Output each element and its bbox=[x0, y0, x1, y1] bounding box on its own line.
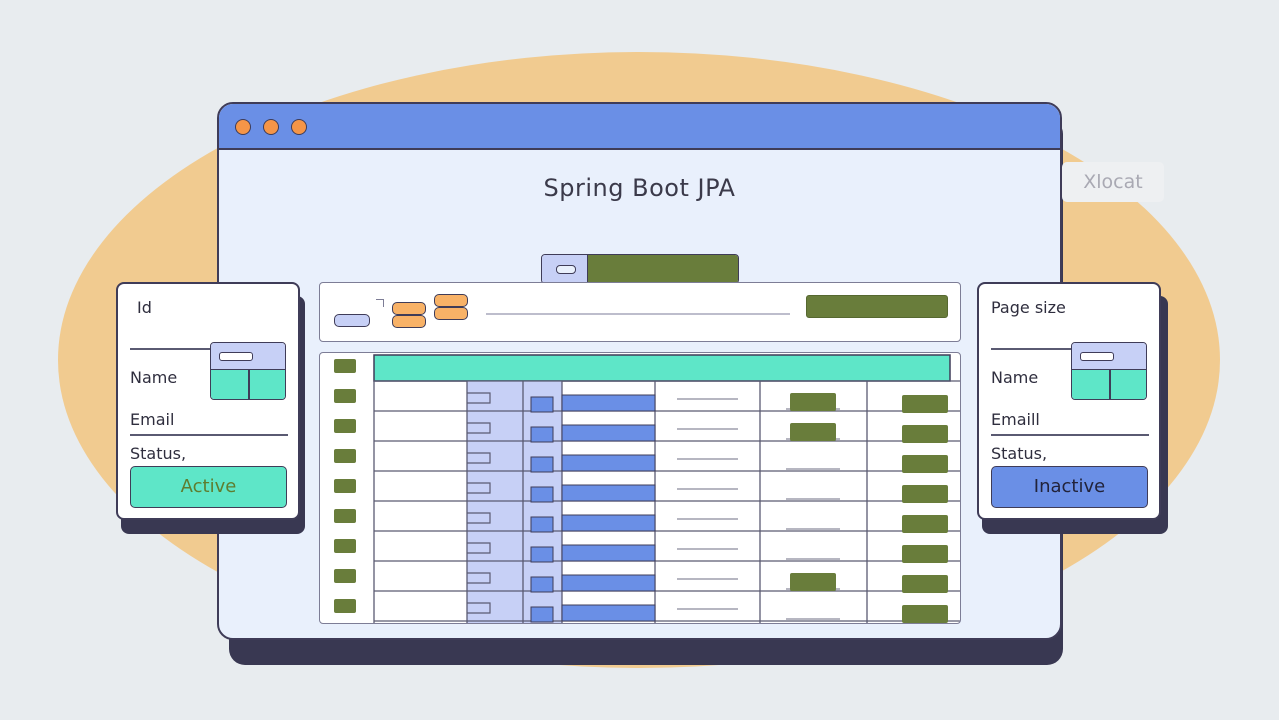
email-label: Emaill bbox=[991, 410, 1040, 429]
minimize-dot-icon[interactable] bbox=[263, 119, 279, 135]
mini-widget-bottom bbox=[1072, 370, 1146, 399]
cell-green-pill bbox=[902, 605, 948, 623]
cell-bracket bbox=[467, 422, 491, 434]
close-dot-icon[interactable] bbox=[235, 119, 251, 135]
cell-square bbox=[530, 486, 554, 503]
cell-green-pill-mid bbox=[790, 393, 836, 411]
sort-chip-top[interactable] bbox=[434, 294, 468, 307]
cell-bracket bbox=[467, 482, 491, 494]
tab-handle-icon bbox=[556, 265, 576, 274]
name-label: Name bbox=[991, 368, 1039, 387]
cell-bar bbox=[561, 394, 656, 412]
cell-square bbox=[530, 396, 554, 413]
row-checkbox bbox=[334, 359, 356, 373]
cell-square bbox=[530, 606, 554, 623]
mini-widget-top bbox=[1072, 343, 1146, 370]
app-window: Spring Boot JPA bbox=[217, 102, 1062, 640]
id-name-mini-widget[interactable] bbox=[210, 342, 286, 400]
cell-bar bbox=[561, 424, 656, 442]
email-field[interactable] bbox=[991, 434, 1149, 436]
cell-square bbox=[530, 426, 554, 443]
action-button[interactable] bbox=[806, 295, 948, 318]
mini-handle-icon bbox=[219, 352, 253, 361]
window-title: Spring Boot JPA bbox=[543, 174, 736, 202]
tab-bar[interactable] bbox=[541, 254, 739, 284]
tab-inactive[interactable] bbox=[542, 255, 588, 283]
row-checkbox bbox=[334, 599, 356, 613]
cell-bracket bbox=[467, 512, 491, 524]
cell-green-pill bbox=[902, 395, 948, 413]
row-checkbox bbox=[334, 479, 356, 493]
mini-widget-top bbox=[211, 343, 285, 370]
page-size-underline bbox=[991, 348, 1073, 350]
page-size-mini-widget[interactable] bbox=[1071, 342, 1147, 400]
cell-bar bbox=[561, 544, 656, 562]
cell-bar bbox=[561, 514, 656, 532]
filter-chip-top[interactable] bbox=[392, 302, 426, 315]
cell-green-pill bbox=[902, 455, 948, 473]
row-checkbox bbox=[334, 509, 356, 523]
toolbar bbox=[319, 282, 961, 342]
mini-handle-icon bbox=[1080, 352, 1114, 361]
row-checkbox bbox=[334, 389, 356, 403]
cell-green-pill bbox=[902, 575, 948, 593]
maximize-dot-icon[interactable] bbox=[291, 119, 307, 135]
cell-bracket bbox=[467, 452, 491, 464]
row-checkbox bbox=[334, 419, 356, 433]
id-label: Id bbox=[137, 298, 152, 317]
row-checkbox bbox=[334, 539, 356, 553]
cell-green-pill-mid bbox=[790, 423, 836, 441]
cell-bracket bbox=[467, 602, 491, 614]
cell-green-pill bbox=[902, 485, 948, 503]
pagination-form-card: Page size Name Emaill Status, Inactive bbox=[977, 282, 1161, 520]
entity-form-card: Id Name Email Status, Active bbox=[116, 282, 300, 520]
page-size-label: Page size bbox=[991, 298, 1066, 317]
cell-square bbox=[530, 456, 554, 473]
name-label: Name bbox=[130, 368, 178, 387]
cell-bracket bbox=[467, 542, 491, 554]
tab-active[interactable] bbox=[588, 255, 738, 283]
status-active-button[interactable]: Active bbox=[130, 466, 287, 508]
sort-chip-bottom[interactable] bbox=[434, 307, 468, 320]
watermark-label: Xlocat bbox=[1062, 162, 1164, 202]
cell-bar bbox=[561, 484, 656, 502]
corner-tick-icon bbox=[376, 299, 384, 307]
cell-green-pill-mid bbox=[790, 573, 836, 591]
cell-bar bbox=[561, 604, 656, 622]
row-checkbox bbox=[334, 449, 356, 463]
cell-bracket bbox=[467, 572, 491, 584]
cell-square bbox=[530, 516, 554, 533]
search-line[interactable] bbox=[486, 313, 790, 315]
cell-square bbox=[530, 576, 554, 593]
status-inactive-button[interactable]: Inactive bbox=[991, 466, 1148, 508]
titlebar bbox=[219, 104, 1060, 150]
cell-square bbox=[530, 546, 554, 563]
cell-bar bbox=[561, 574, 656, 592]
cell-green-pill bbox=[902, 545, 948, 563]
cell-bar bbox=[561, 454, 656, 472]
id-underline bbox=[130, 348, 212, 350]
data-grid-svg bbox=[334, 354, 960, 623]
filter-chip-bottom[interactable] bbox=[392, 315, 426, 328]
cell-green-pill bbox=[902, 515, 948, 533]
mini-divider bbox=[1109, 370, 1111, 399]
grid-header bbox=[373, 354, 951, 382]
toggle-pill-icon[interactable] bbox=[334, 314, 370, 327]
mini-divider bbox=[248, 370, 250, 399]
cell-bracket bbox=[467, 392, 491, 404]
status-label: Status, bbox=[130, 444, 187, 463]
cell-green-pill bbox=[902, 425, 948, 443]
email-label: Email bbox=[130, 410, 175, 429]
status-label: Status, bbox=[991, 444, 1048, 463]
email-field[interactable] bbox=[130, 434, 288, 436]
data-grid bbox=[319, 352, 961, 624]
mini-widget-bottom bbox=[211, 370, 285, 399]
row-checkbox bbox=[334, 569, 356, 583]
